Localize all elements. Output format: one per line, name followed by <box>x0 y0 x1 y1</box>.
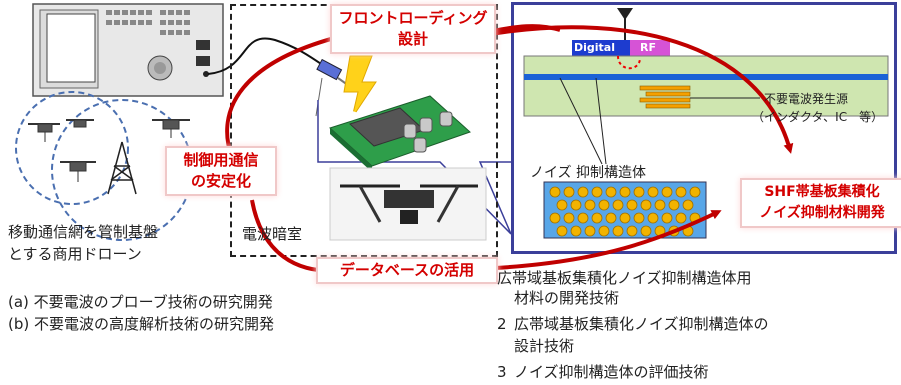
tech-item-2-line-1: 広帯域基板集積化ノイズ抑制構造体の <box>514 315 769 333</box>
drone-caption-line-1: 移動通信網を管制基盤 <box>8 223 159 241</box>
tech-item-1-line-1: 広帯域基板集積化ノイズ抑制構造体用 <box>497 269 752 287</box>
tech-item-2-line-2: 設計技術 <box>514 337 575 355</box>
tech-item-1-line-2: 材料の開発技術 <box>514 289 620 307</box>
tech-item-3-number: 3 <box>497 363 507 381</box>
rf-block-label: RF <box>640 41 656 54</box>
drone-caption-line-2: とする商用ドローン <box>8 245 142 263</box>
drone-photo-icon <box>329 167 487 241</box>
digital-block-label: Digital <box>574 41 615 54</box>
spectrum-analyzer-icon <box>32 3 224 97</box>
tech-item-3-line-1: ノイズ抑制構造体の評価技術 <box>514 363 709 381</box>
cell-tower-icon <box>107 141 137 195</box>
noise-source-examples: （インダクタ、IC 等） <box>752 110 884 124</box>
frontloading-design-label: フロントローディング 設計 <box>330 4 496 54</box>
tech-item-2-number: 2 <box>497 315 507 333</box>
noise-structure-label: ノイズ 抑制構造体 <box>530 165 647 181</box>
research-item-a: (a) 不要電波のプローブ技術の研究開発 <box>8 293 273 311</box>
shf-noise-material-label: SHF帯基板集積化 ノイズ抑制材料開発 <box>740 178 901 228</box>
research-item-b: (b) 不要電波の高度解析技術の研究開発 <box>8 315 274 333</box>
database-utilization-label: データベースの活用 <box>316 257 498 284</box>
noise-source-label: 不要電波発生源 <box>764 92 849 106</box>
control-comm-stabilization-label: 制御用通信 の安定化 <box>165 146 277 196</box>
anechoic-chamber-label: 電波暗室 <box>242 225 303 243</box>
